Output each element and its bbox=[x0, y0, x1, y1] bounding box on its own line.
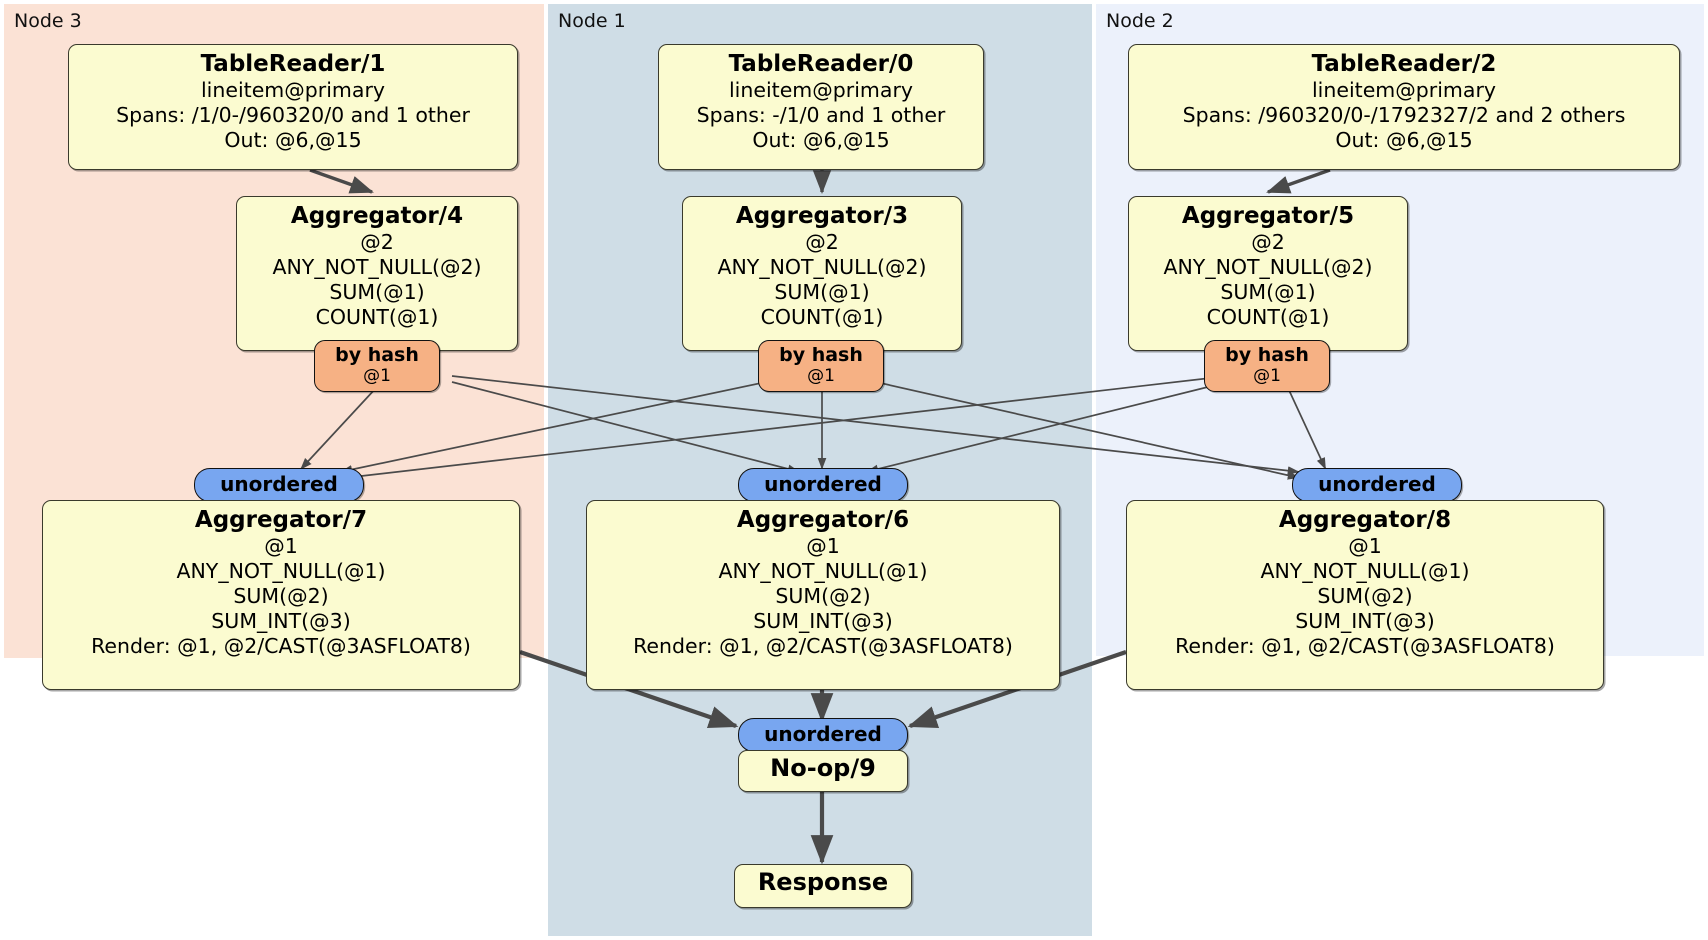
processor-tablereader-2[interactable]: TableReader/2 lineitem@primary Spans: /9… bbox=[1128, 44, 1680, 170]
badge-label: unordered bbox=[220, 472, 338, 496]
processor-aggregator-3[interactable]: Aggregator/3 @2 ANY_NOT_NULL(@2) SUM(@1)… bbox=[682, 196, 962, 351]
processor-line: Render: @1, @2/CAST(@3ASFLOAT8) bbox=[633, 634, 1013, 659]
processor-line: SUM(@2) bbox=[775, 584, 871, 609]
processor-line: lineitem@primary bbox=[728, 78, 914, 103]
processor-line: Out: @6,@15 bbox=[224, 128, 362, 153]
processor-line: SUM(@2) bbox=[1317, 584, 1413, 609]
processor-aggregator-8[interactable]: Aggregator/8 @1 ANY_NOT_NULL(@1) SUM(@2)… bbox=[1126, 500, 1604, 690]
badge-type-label: by hash bbox=[1225, 344, 1309, 366]
processor-line: SUM(@1) bbox=[1220, 280, 1316, 305]
processor-noop-9[interactable]: No-op/9 bbox=[738, 750, 908, 792]
processor-title: Response bbox=[757, 868, 889, 896]
processor-aggregator-5[interactable]: Aggregator/5 @2 ANY_NOT_NULL(@2) SUM(@1)… bbox=[1128, 196, 1408, 351]
processor-line: @1 bbox=[806, 534, 840, 559]
node-panel-label: Node 2 bbox=[1106, 10, 1174, 32]
badge-label: unordered bbox=[764, 472, 882, 496]
badge-unordered-final[interactable]: unordered bbox=[738, 718, 908, 752]
processor-title: Aggregator/3 bbox=[735, 203, 909, 229]
processor-tablereader-0[interactable]: TableReader/0 lineitem@primary Spans: -/… bbox=[658, 44, 984, 170]
processor-line: Render: @1, @2/CAST(@3ASFLOAT8) bbox=[91, 634, 471, 659]
processor-line: SUM_INT(@3) bbox=[1295, 609, 1435, 634]
badge-by-hash-right[interactable]: by hash @1 bbox=[1204, 340, 1330, 392]
badge-key-label: @1 bbox=[1253, 365, 1281, 386]
processor-title: No-op/9 bbox=[770, 754, 876, 782]
processor-line: Out: @6,@15 bbox=[752, 128, 890, 153]
processor-line: Out: @6,@15 bbox=[1335, 128, 1473, 153]
processor-title: TableReader/0 bbox=[728, 51, 914, 77]
processor-line: @1 bbox=[1348, 534, 1382, 559]
processor-line: @2 bbox=[805, 230, 839, 255]
processor-aggregator-7[interactable]: Aggregator/7 @1 ANY_NOT_NULL(@1) SUM(@2)… bbox=[42, 500, 520, 690]
node-panel-label: Node 3 bbox=[14, 10, 82, 32]
badge-label: unordered bbox=[1318, 472, 1436, 496]
processor-line: SUM(@1) bbox=[774, 280, 870, 305]
processor-line: COUNT(@1) bbox=[1206, 305, 1330, 330]
processor-line: ANY_NOT_NULL(@1) bbox=[1260, 559, 1470, 584]
processor-line: COUNT(@1) bbox=[760, 305, 884, 330]
processor-line: Render: @1, @2/CAST(@3ASFLOAT8) bbox=[1175, 634, 1555, 659]
processor-title: Aggregator/8 bbox=[1278, 507, 1452, 533]
badge-type-label: by hash bbox=[335, 344, 419, 366]
processor-line: SUM(@2) bbox=[233, 584, 329, 609]
processor-line: SUM_INT(@3) bbox=[753, 609, 893, 634]
processor-line: SUM_INT(@3) bbox=[211, 609, 351, 634]
badge-by-hash-center[interactable]: by hash @1 bbox=[758, 340, 884, 392]
processor-line: ANY_NOT_NULL(@2) bbox=[272, 255, 482, 280]
badge-unordered-right[interactable]: unordered bbox=[1292, 468, 1462, 502]
processor-line: SUM(@1) bbox=[329, 280, 425, 305]
badge-by-hash-left[interactable]: by hash @1 bbox=[314, 340, 440, 392]
badge-key-label: @1 bbox=[363, 365, 391, 386]
processor-line: ANY_NOT_NULL(@2) bbox=[717, 255, 927, 280]
processor-line: Spans: -/1/0 and 1 other bbox=[696, 103, 946, 128]
processor-line: lineitem@primary bbox=[200, 78, 386, 103]
processor-response[interactable]: Response bbox=[734, 864, 912, 908]
processor-title: Aggregator/6 bbox=[736, 507, 910, 533]
processor-line: @2 bbox=[360, 230, 394, 255]
badge-label: unordered bbox=[764, 722, 882, 746]
processor-line: ANY_NOT_NULL(@1) bbox=[718, 559, 928, 584]
processor-tablereader-1[interactable]: TableReader/1 lineitem@primary Spans: /1… bbox=[68, 44, 518, 170]
processor-aggregator-6[interactable]: Aggregator/6 @1 ANY_NOT_NULL(@1) SUM(@2)… bbox=[586, 500, 1060, 690]
processor-line: COUNT(@1) bbox=[315, 305, 439, 330]
badge-key-label: @1 bbox=[807, 365, 835, 386]
node-panel-label: Node 1 bbox=[558, 10, 626, 32]
processor-title: Aggregator/4 bbox=[290, 203, 464, 229]
processor-line: @2 bbox=[1251, 230, 1285, 255]
processor-title: Aggregator/7 bbox=[194, 507, 368, 533]
processor-title: TableReader/1 bbox=[200, 51, 386, 77]
processor-aggregator-4[interactable]: Aggregator/4 @2 ANY_NOT_NULL(@2) SUM(@1)… bbox=[236, 196, 518, 351]
processor-line: lineitem@primary bbox=[1311, 78, 1497, 103]
badge-type-label: by hash bbox=[779, 344, 863, 366]
processor-title: TableReader/2 bbox=[1311, 51, 1497, 77]
processor-line: Spans: /1/0-/960320/0 and 1 other bbox=[116, 103, 470, 128]
processor-line: @1 bbox=[264, 534, 298, 559]
processor-line: Spans: /960320/0-/1792327/2 and 2 others bbox=[1182, 103, 1626, 128]
processor-title: Aggregator/5 bbox=[1181, 203, 1355, 229]
badge-unordered-left[interactable]: unordered bbox=[194, 468, 364, 502]
processor-line: ANY_NOT_NULL(@1) bbox=[176, 559, 386, 584]
processor-line: ANY_NOT_NULL(@2) bbox=[1163, 255, 1373, 280]
badge-unordered-center[interactable]: unordered bbox=[738, 468, 908, 502]
